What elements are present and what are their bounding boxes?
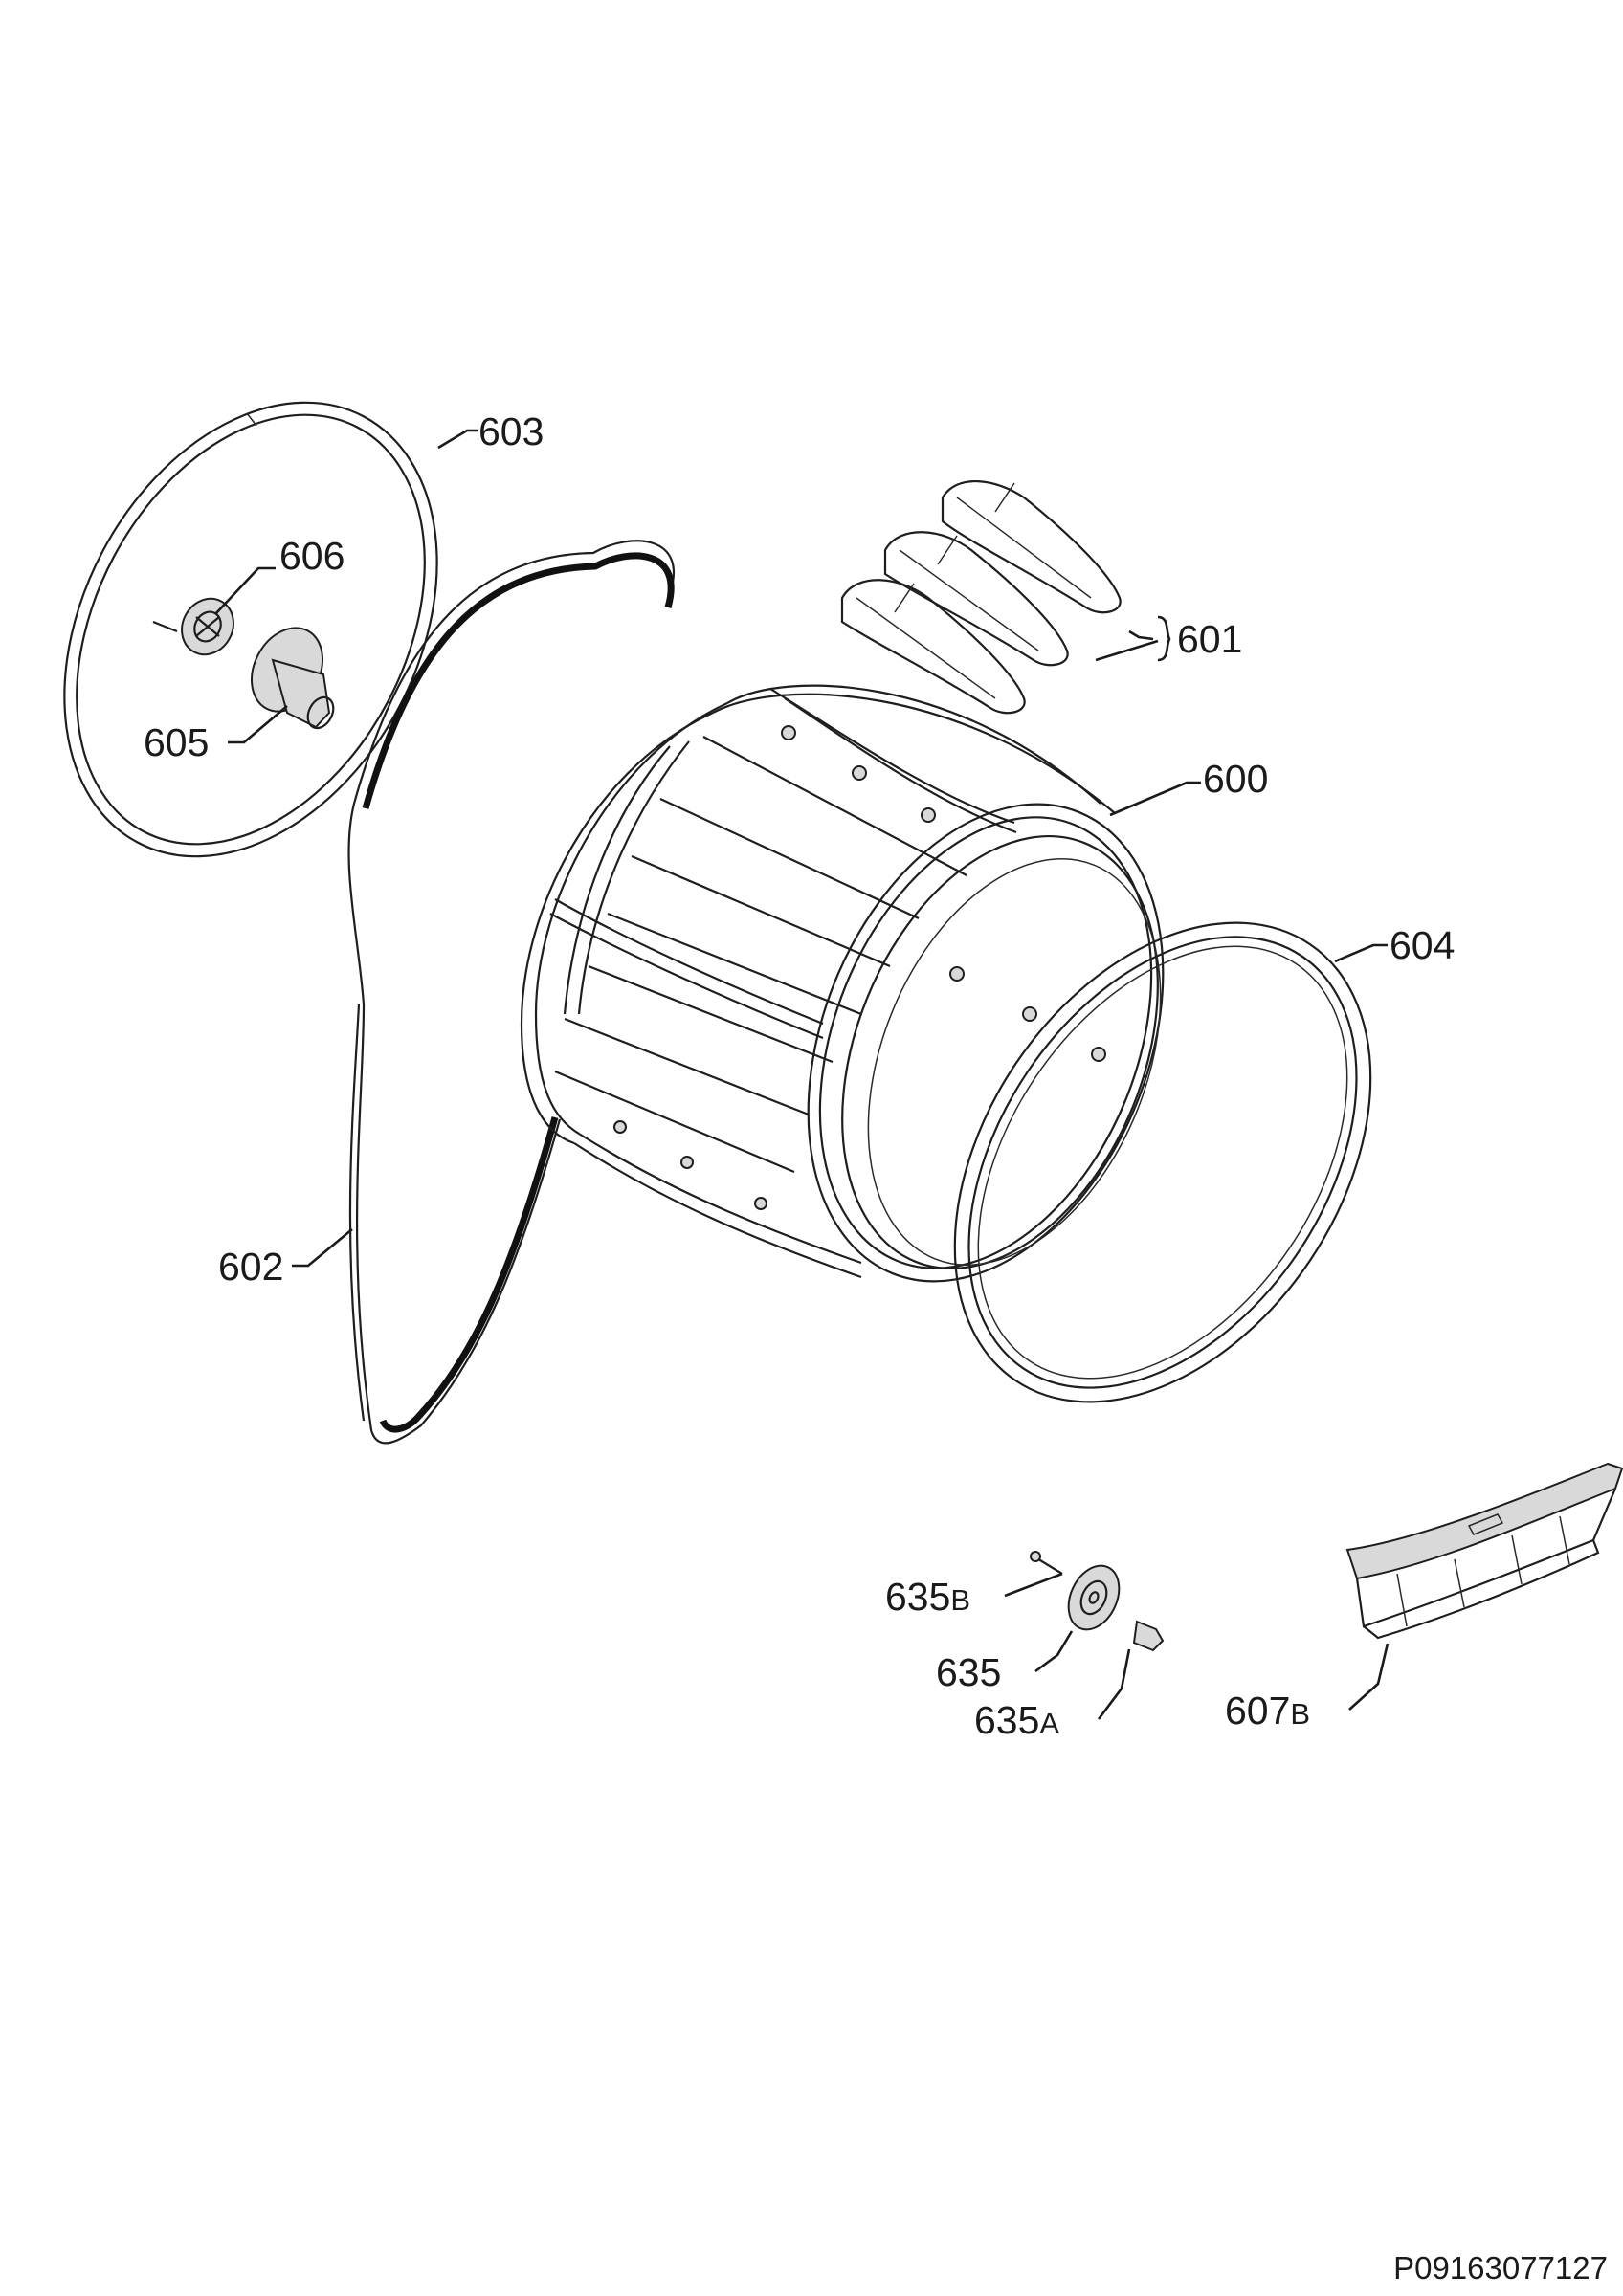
callout-600: 600 [1203,757,1268,801]
drum [520,684,1165,1283]
callout-labels: 603 606 605 601 600 604 602 635B 635 635… [144,409,1455,1742]
callout-606: 606 [279,534,345,578]
callout-635: 635 [936,1650,1001,1694]
callout-605: 605 [144,720,209,764]
filter-housing [1345,1462,1623,1640]
front-drum-seal [953,921,1372,1403]
callout-604: 604 [1390,923,1455,967]
callout-601: 601 [1177,617,1242,661]
callout-635b: 635B [885,1575,970,1619]
callout-603: 603 [478,409,544,453]
drive-belt [347,540,676,1445]
drum-shaft [251,627,335,730]
diagram-reference-code: P09163077127 [1393,2250,1608,2285]
callout-602: 602 [218,1245,283,1289]
callout-601-brace [1157,615,1171,662]
callout-607b: 607B [1225,1689,1310,1733]
leader-lines [214,429,1390,1720]
jockey-pulley-assembly [1030,1551,1165,1652]
drum-lifters [840,479,1122,715]
callout-635a: 635A [974,1698,1059,1742]
